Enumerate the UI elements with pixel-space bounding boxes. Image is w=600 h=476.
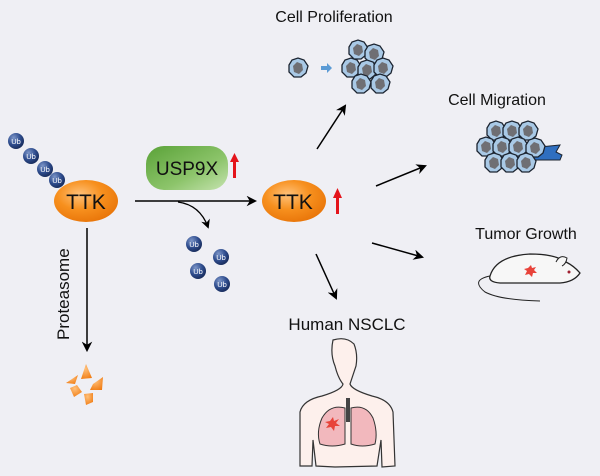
arrow-to-tumor-growth [371, 242, 425, 260]
human-nsclc-label: Human NSCLC [288, 315, 405, 334]
proteasome-label: Proteasome [54, 248, 73, 340]
ub-release-arrow [177, 201, 210, 229]
usp9x-node: USP9X [146, 146, 228, 190]
cell-migration-label: Cell Migration [448, 92, 546, 109]
ub-label: Ub [40, 165, 50, 174]
cell-cluster-icon [288, 39, 394, 94]
ub-label: Ub [217, 280, 227, 289]
degraded-protein-fragments-icon [66, 364, 103, 405]
ub-label: Ub [193, 267, 203, 276]
ub-label: Ub [52, 176, 62, 185]
proliferation-arrow-icon [321, 63, 332, 73]
ub-label: Ub [189, 240, 199, 249]
cell-proliferation-label: Cell Proliferation [275, 9, 392, 26]
tumor-icon [524, 265, 537, 277]
upregulation-arrow-icon [230, 153, 239, 178]
ttk-left-label: TTK [66, 191, 106, 214]
ub-label: Ub [11, 137, 21, 146]
ttk-node-left: TTK [54, 180, 118, 222]
ub-label: Ub [26, 152, 36, 161]
mouse-icon [478, 253, 581, 302]
tumor-icon [325, 417, 340, 431]
arrow-to-proliferation [316, 104, 347, 150]
human-torso-lungs-icon [299, 338, 396, 468]
tumor-growth-label: Tumor Growth [475, 226, 577, 243]
upregulation-arrow-icon [333, 188, 342, 214]
usp9x-label: USP9X [156, 159, 219, 180]
ub-label: Ub [216, 253, 226, 262]
ttk-node-center: TTK [262, 180, 326, 222]
ubiquitin-chain-icon: Ub Ub Ub Ub [8, 133, 65, 188]
ttk-center-label: TTK [273, 191, 313, 214]
cell-cluster-icon [476, 120, 563, 173]
arrow-to-nsclc [315, 253, 338, 300]
free-ubiquitin-icon: Ub Ub Ub Ub [186, 236, 230, 292]
arrow-to-migration [375, 164, 427, 187]
